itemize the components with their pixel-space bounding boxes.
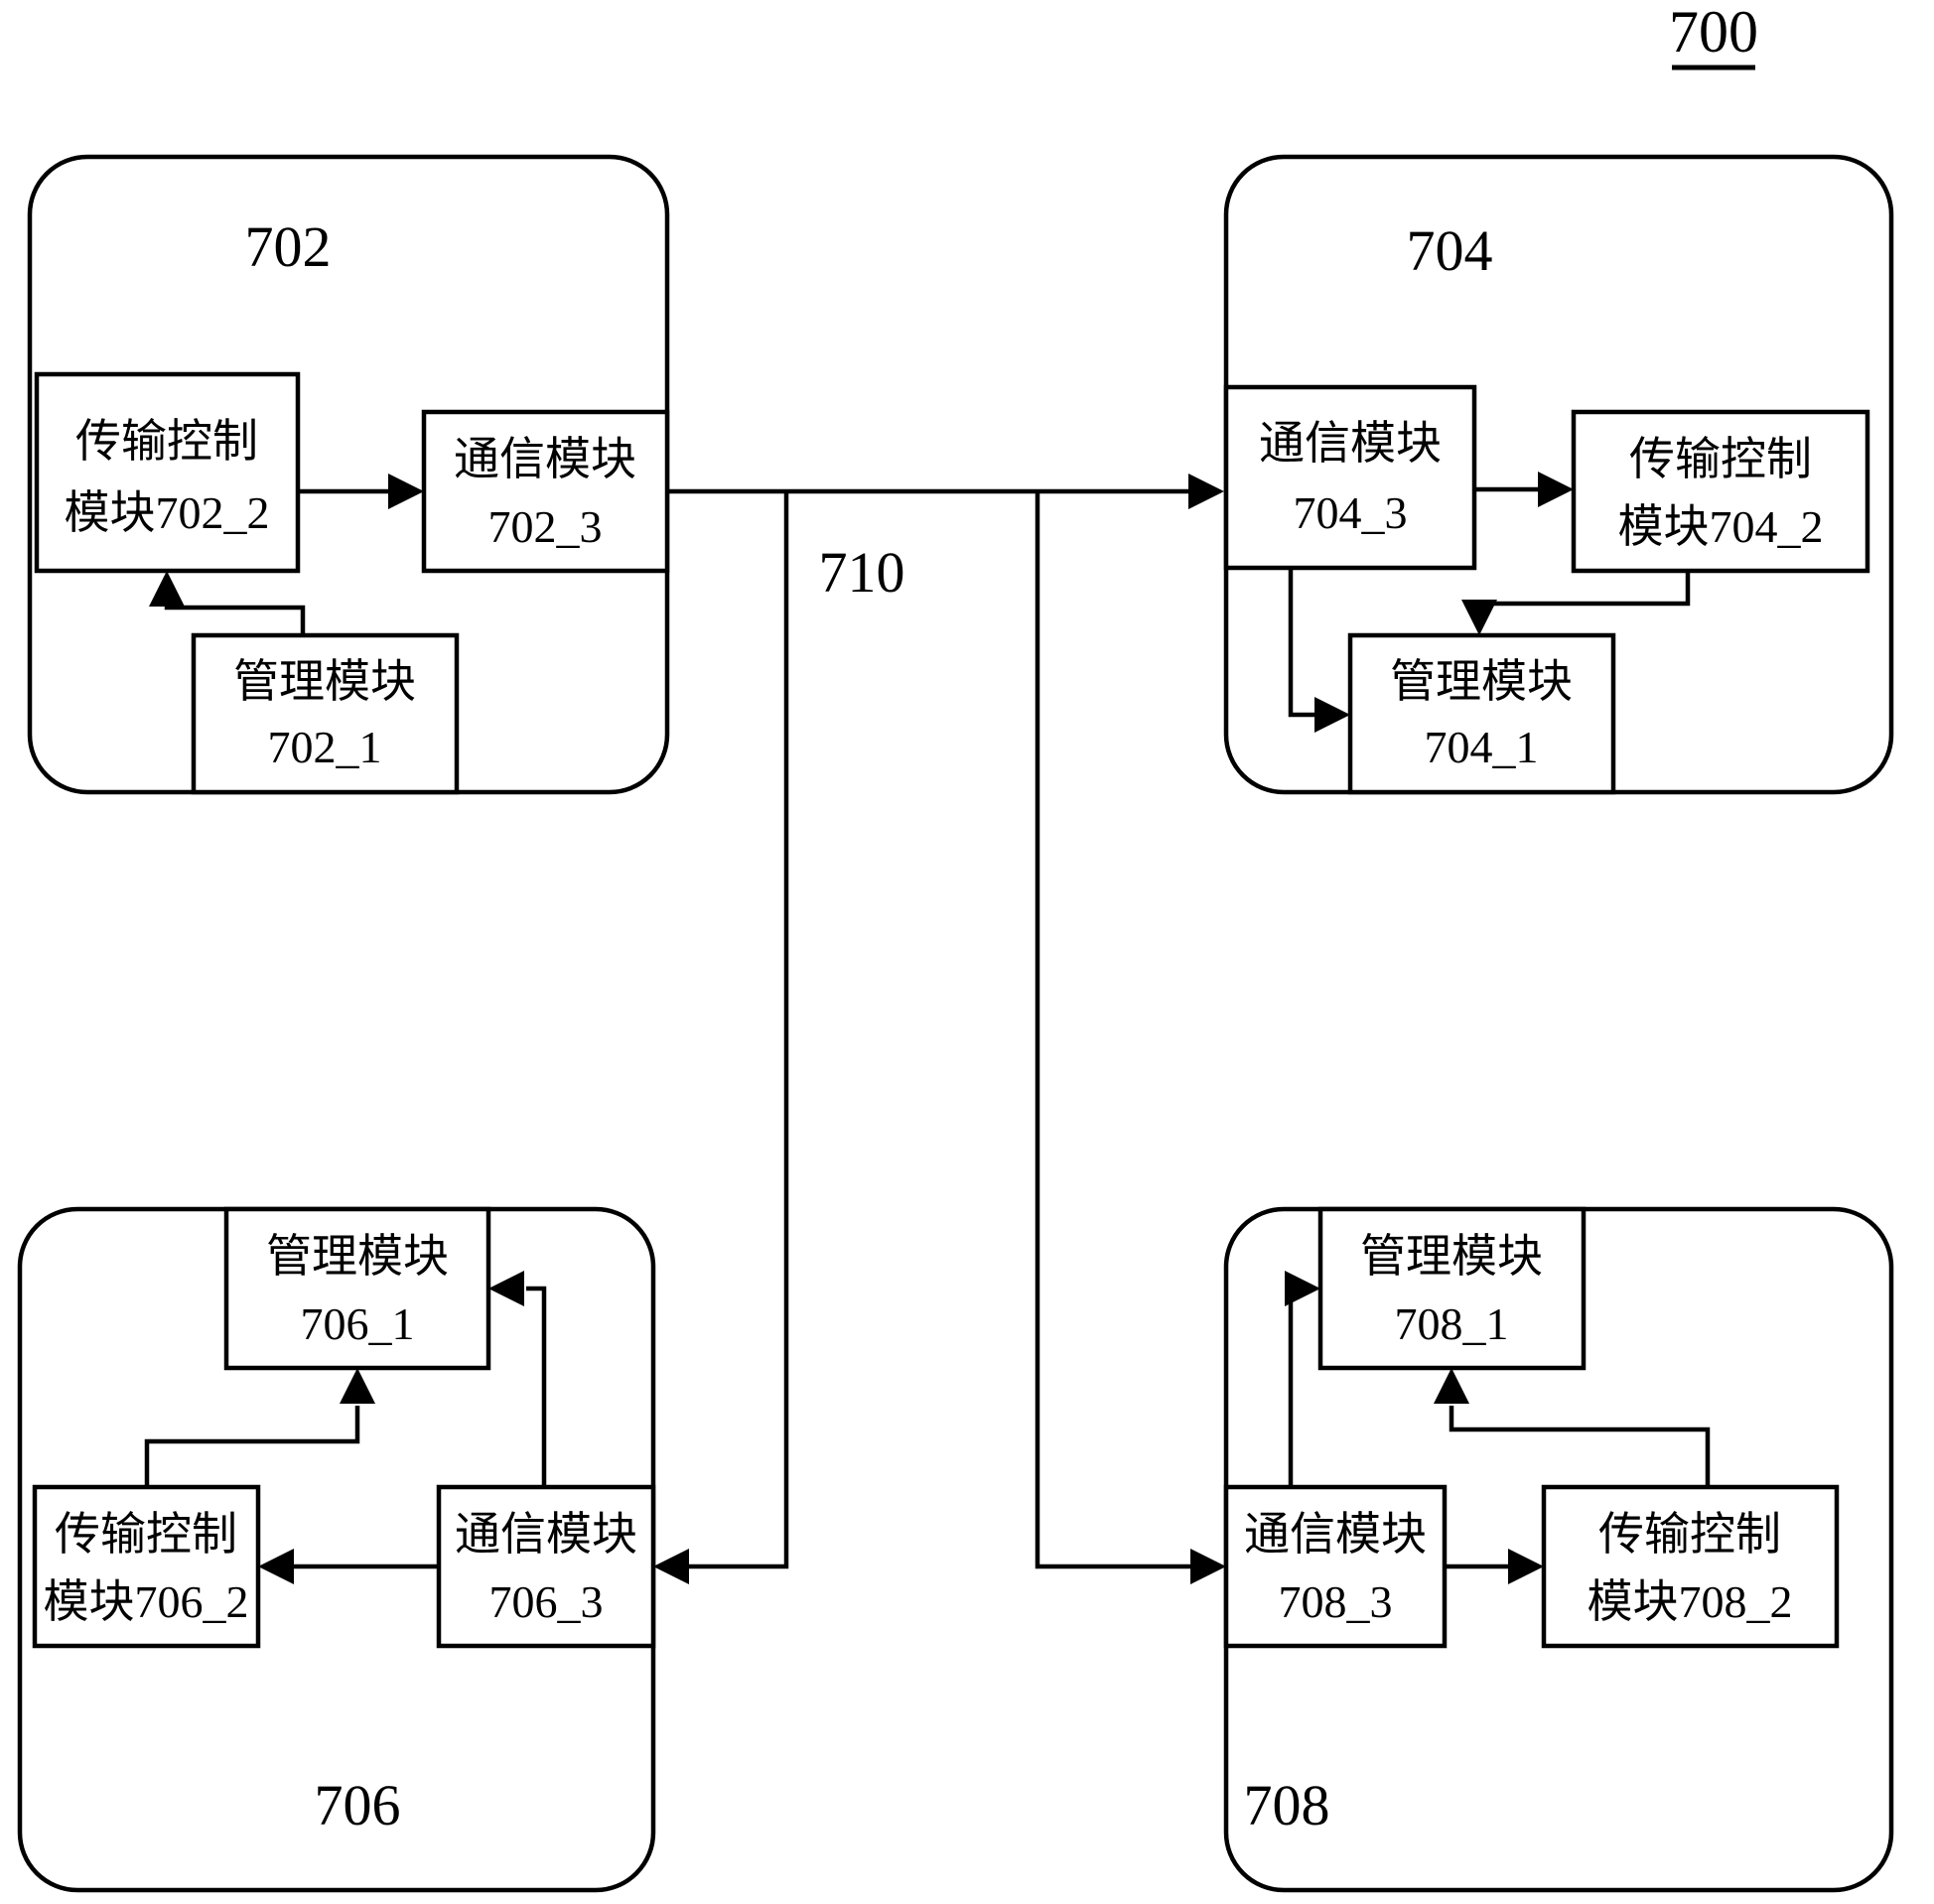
- bus-label: 710: [819, 540, 905, 605]
- module-706-3-box: [436, 1484, 656, 1649]
- bus-arrowhead-into-708: [1190, 1549, 1226, 1584]
- module-708-2-text-line1: 传输控制: [1598, 1509, 1781, 1560]
- connector-708-2-to-708-1: [1449, 1406, 1711, 1487]
- module-708-3-text-line2: 708_3: [1279, 1576, 1393, 1627]
- module-704-2-text-line1: 传输控制: [1629, 434, 1812, 484]
- module-708-1-text-line1: 管理模块: [1360, 1231, 1543, 1282]
- device-706-label: 706: [315, 1773, 401, 1837]
- module-704-3-text-line2: 704_3: [1294, 487, 1408, 538]
- module-708-3-text-line1: 通信模块: [1244, 1509, 1427, 1560]
- arrowhead-702-1-to-702-2: [149, 571, 185, 607]
- device-702-label: 702: [245, 214, 332, 279]
- module-706-1-text-line1: 管理模块: [266, 1231, 449, 1282]
- arrowhead-708-3-to-708-1: [1285, 1271, 1320, 1306]
- connector-706-3-to-706-1: [526, 1286, 547, 1487]
- module-704-3-text-line1: 通信模块: [1259, 418, 1442, 469]
- bus-arrowhead-into-704: [1188, 474, 1224, 509]
- module-708-2-box: [1541, 1484, 1840, 1649]
- bus-left-drop-line: [689, 491, 789, 1569]
- module-704-2-box: [1571, 409, 1870, 574]
- figure-number-label: 700: [1669, 0, 1758, 65]
- module-704-1-text-line1: 管理模块: [1390, 656, 1573, 707]
- device-708-label: 708: [1244, 1773, 1330, 1837]
- module-708-1-text-line2: 708_1: [1395, 1298, 1509, 1349]
- module-704-1-box: [1347, 632, 1616, 795]
- module-702-2-text-line2: 模块702_2: [65, 487, 270, 538]
- arrowhead-708-3-to-708-2: [1508, 1549, 1544, 1584]
- module-704-1-text-line2: 704_1: [1425, 722, 1539, 772]
- module-702-2-text-line1: 传输控制: [75, 416, 258, 467]
- module-702-3-box: [421, 409, 670, 574]
- module-704-3-box: [1223, 384, 1477, 571]
- module-706-2-text-line2: 模块706_2: [44, 1576, 249, 1627]
- module-708-2-text-line2: 模块708_2: [1588, 1576, 1793, 1627]
- connector-704-2-to-704-1: [1476, 571, 1691, 607]
- arrowhead-704-3-to-704-2: [1538, 472, 1574, 507]
- module-702-3-text-line1: 通信模块: [454, 434, 636, 484]
- module-706-3-text-line1: 通信模块: [455, 1509, 637, 1560]
- arrowhead-704-3-to-704-1: [1314, 697, 1350, 733]
- module-706-3-text-line2: 706_3: [489, 1576, 604, 1627]
- module-702-1-text-line1: 管理模块: [233, 656, 416, 707]
- module-704-2-text-line2: 模块704_2: [1618, 501, 1824, 552]
- module-706-2-text-line1: 传输控制: [55, 1509, 237, 1560]
- bus-arrowhead-into-706: [653, 1549, 689, 1584]
- device-704-label: 704: [1407, 218, 1493, 283]
- module-702-1-text-line2: 702_1: [268, 722, 382, 772]
- bus-right-drop-line: [1035, 491, 1190, 1569]
- arrowhead-706-3-to-706-2: [258, 1549, 294, 1584]
- module-708-1-box: [1317, 1206, 1587, 1371]
- connector-702-1-to-702-2: [164, 604, 306, 635]
- arrowhead-708-2-to-708-1: [1434, 1368, 1469, 1404]
- arrowhead-706-3-to-706-1: [488, 1271, 524, 1306]
- arrowhead-704-2-to-704-1: [1461, 600, 1497, 635]
- arrowhead-706-2-to-706-1: [340, 1368, 375, 1404]
- module-702-1-box: [191, 632, 460, 795]
- connector-706-2-to-706-1: [144, 1406, 360, 1487]
- module-702-3-text-line2: 702_3: [488, 501, 603, 552]
- connector-704-3-to-704-1: [1288, 568, 1314, 718]
- connector-708-3-to-708-1: [1287, 1286, 1294, 1487]
- module-708-3-box: [1223, 1484, 1448, 1649]
- module-706-1-text-line2: 706_1: [301, 1298, 415, 1349]
- arrowhead-702-2-to-702-3: [388, 474, 424, 509]
- module-702-2-box: [34, 371, 301, 574]
